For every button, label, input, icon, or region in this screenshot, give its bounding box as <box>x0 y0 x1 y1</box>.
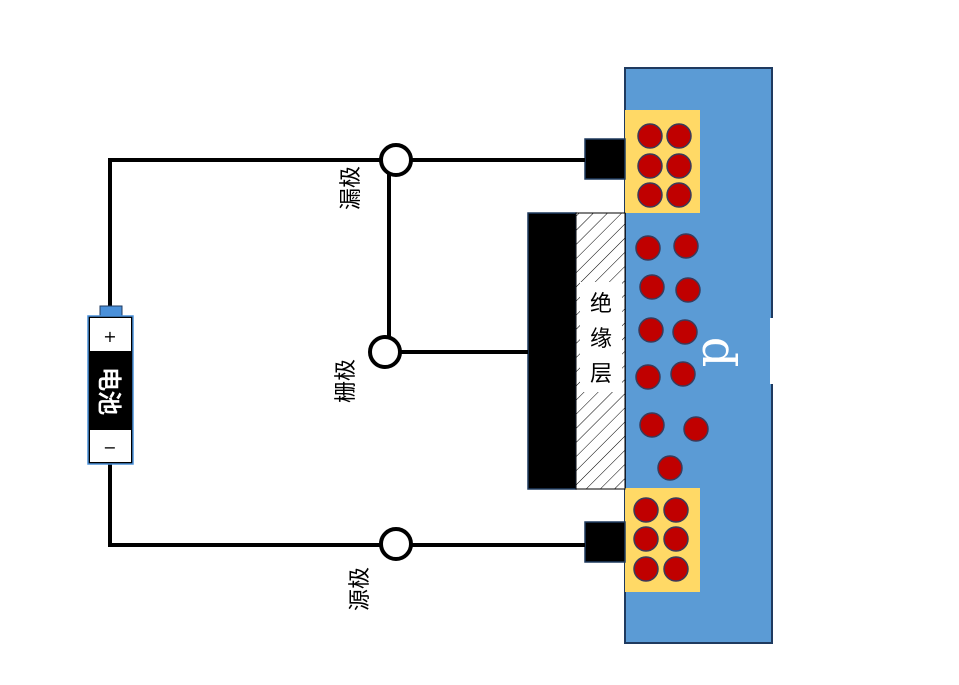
carrier <box>635 364 661 390</box>
drain-label: 漏极 <box>339 166 364 210</box>
source-contact <box>584 521 626 563</box>
drain-terminal <box>379 143 413 177</box>
carrier <box>666 182 692 208</box>
insulator-label-3: 层 <box>590 362 612 387</box>
insulator-label-bg <box>580 282 622 392</box>
battery-plus-label: + <box>103 327 116 346</box>
battery-label: 电池 <box>95 367 123 415</box>
carrier <box>635 235 661 261</box>
carrier <box>666 123 692 149</box>
carrier <box>639 274 665 300</box>
battery-plus-band <box>90 318 131 351</box>
carrier <box>633 526 659 552</box>
carrier <box>637 182 663 208</box>
carrier <box>633 497 659 523</box>
carrier <box>633 556 659 582</box>
carrier <box>663 497 689 523</box>
carrier <box>675 277 701 303</box>
carrier <box>672 319 698 345</box>
carrier <box>683 416 709 442</box>
carrier <box>663 526 689 552</box>
carrier <box>637 153 663 179</box>
substrate-label: p <box>684 337 740 368</box>
carriers <box>633 123 709 582</box>
gate-metal <box>527 212 577 490</box>
battery-minus-band <box>90 430 131 462</box>
battery-cap <box>99 305 123 317</box>
carrier <box>639 412 665 438</box>
carrier <box>657 455 683 481</box>
insulator-label-1: 绝 <box>590 292 612 317</box>
gate-label: 栅极 <box>334 359 359 403</box>
carrier <box>637 123 663 149</box>
source-terminal <box>379 527 413 561</box>
carrier <box>666 153 692 179</box>
carrier <box>670 361 696 387</box>
battery-minus-label: − <box>103 438 116 457</box>
drain-contact <box>584 138 626 180</box>
carrier <box>663 556 689 582</box>
insulator-label-2: 缘 <box>590 327 612 352</box>
circuit-wires <box>108 158 585 547</box>
carrier <box>638 317 664 343</box>
substrate-edge-mark <box>770 318 774 384</box>
source-label: 源极 <box>348 567 373 611</box>
carrier <box>673 233 699 259</box>
gate-terminal <box>368 335 402 369</box>
